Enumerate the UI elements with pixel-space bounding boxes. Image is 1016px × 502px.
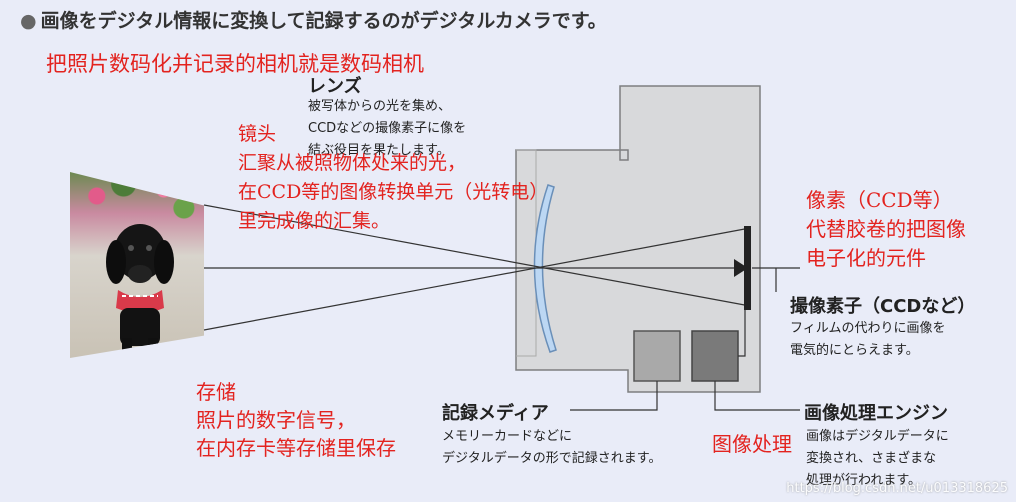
engine-chip xyxy=(692,331,738,381)
media-description: メモリーカードなどに デジタルデータの形で記録されます。 xyxy=(442,426,661,470)
media-annotation: 存储 照片的数字信号， 在内存卡等存储里保存 xyxy=(196,378,396,462)
engine-desc-line: 画像はデジタルデータに xyxy=(806,426,949,448)
media-annotation-line: 存储 xyxy=(196,378,396,406)
media-desc-line: メモリーカードなどに xyxy=(442,426,661,448)
sensor-annotation-line: 像素（CCD等） xyxy=(806,186,966,215)
media-title: 記録メディア xyxy=(442,399,549,425)
watermark-text: https://blog.csdn.net/u013318625 xyxy=(786,481,1008,496)
engine-annotation: 图像处理 xyxy=(712,428,792,457)
sensor-description: フィルムの代わりに画像を 電気的にとらえます。 xyxy=(790,318,945,362)
lens-annotation-line: 在CCD等的图像转换单元（光转电） xyxy=(238,178,548,207)
sensor-annotation-line: 电子化的元件 xyxy=(806,244,966,273)
lens-annotation: 镜头 汇聚从被照物体处来的光， 在CCD等的图像转换单元（光转电） 里完成像的汇… xyxy=(238,120,548,236)
sensor-annotation-line: 代替胶卷的把图像 xyxy=(806,215,966,244)
lens-annotation-line: 汇聚从被照物体处来的光， xyxy=(238,149,548,178)
media-desc-line: デジタルデータの形で記録されます。 xyxy=(442,448,661,470)
lens-title: レンズ xyxy=(308,72,362,98)
engine-desc-line: 変換され、さまざまな xyxy=(806,448,949,470)
media-annotation-line: 照片的数字信号， xyxy=(196,406,396,434)
lens-annotation-line: 里完成像的汇集。 xyxy=(238,207,548,236)
sensor-desc-line: 電気的にとらえます。 xyxy=(790,340,945,362)
media-annotation-line: 在内存卡等存储里保存 xyxy=(196,434,396,462)
sensor-desc-line: フィルムの代わりに画像を xyxy=(790,318,945,340)
engine-title: 画像処理エンジン xyxy=(804,399,948,425)
sensor-title: 撮像素子（CCDなど） xyxy=(790,292,975,318)
sensor-annotation: 像素（CCD等） 代替胶卷的把图像 电子化的元件 xyxy=(806,186,966,273)
lens-desc-line: 被写体からの光を集め、 xyxy=(308,96,466,118)
lens-annotation-line: 镜头 xyxy=(238,120,548,149)
media-chip xyxy=(634,331,680,381)
